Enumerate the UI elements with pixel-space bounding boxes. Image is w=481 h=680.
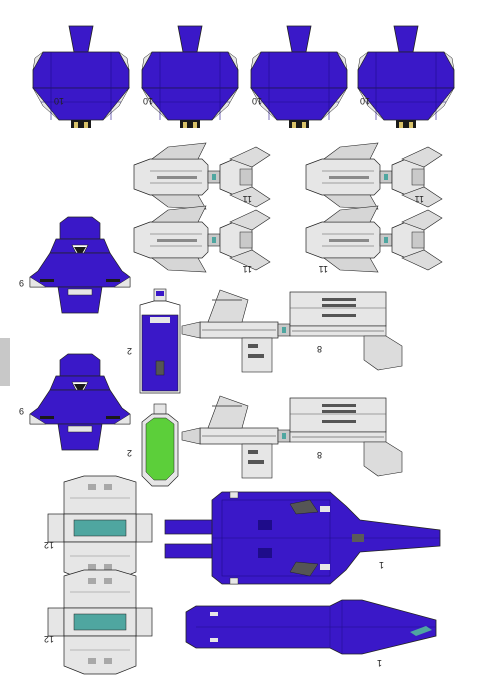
part-label-10-b: 10 — [143, 96, 153, 106]
part-label-9-b: 9 — [19, 406, 24, 416]
part-label-11-c: 11 — [243, 264, 252, 274]
part-2-long — [139, 288, 181, 394]
part-label-1-b: 1 — [377, 658, 382, 668]
part-label-2-b: 2 — [127, 448, 132, 458]
part-label-11-a: 11 — [243, 194, 252, 204]
part-label-10-a: 10 — [54, 96, 64, 106]
part-12-b — [47, 569, 153, 675]
part-label-10-d: 10 — [360, 96, 370, 106]
part-8-b — [181, 395, 403, 479]
part-label-11-d: 11 — [319, 264, 328, 274]
part-12-a — [47, 475, 153, 581]
part-label-12-a: 12 — [44, 540, 54, 550]
part-label-12-b: 12 — [44, 634, 54, 644]
part-10-c — [250, 25, 348, 129]
part-label-8-a: 8 — [317, 344, 322, 354]
part-label-8-b: 8 — [317, 450, 322, 460]
part-11-c — [133, 205, 271, 273]
part-label-2-a: 2 — [127, 346, 132, 356]
part-1-fuselage-bottom — [185, 599, 437, 655]
part-label-11-b: 11 — [415, 194, 424, 204]
part-label-9-a: 9 — [19, 278, 24, 288]
part-9-a — [29, 216, 131, 314]
part-11-d — [305, 205, 443, 273]
part-label-1-a: 1 — [379, 560, 384, 570]
part-2-green — [141, 403, 179, 487]
part-1-fuselage-top — [164, 491, 441, 585]
part-10-a — [32, 25, 130, 129]
left-edge-mark — [0, 338, 10, 386]
part-9-b — [29, 353, 131, 451]
part-8-a — [181, 289, 403, 373]
part-label-10-c: 10 — [252, 96, 262, 106]
part-10-d — [357, 25, 455, 129]
part-10-b — [141, 25, 239, 129]
